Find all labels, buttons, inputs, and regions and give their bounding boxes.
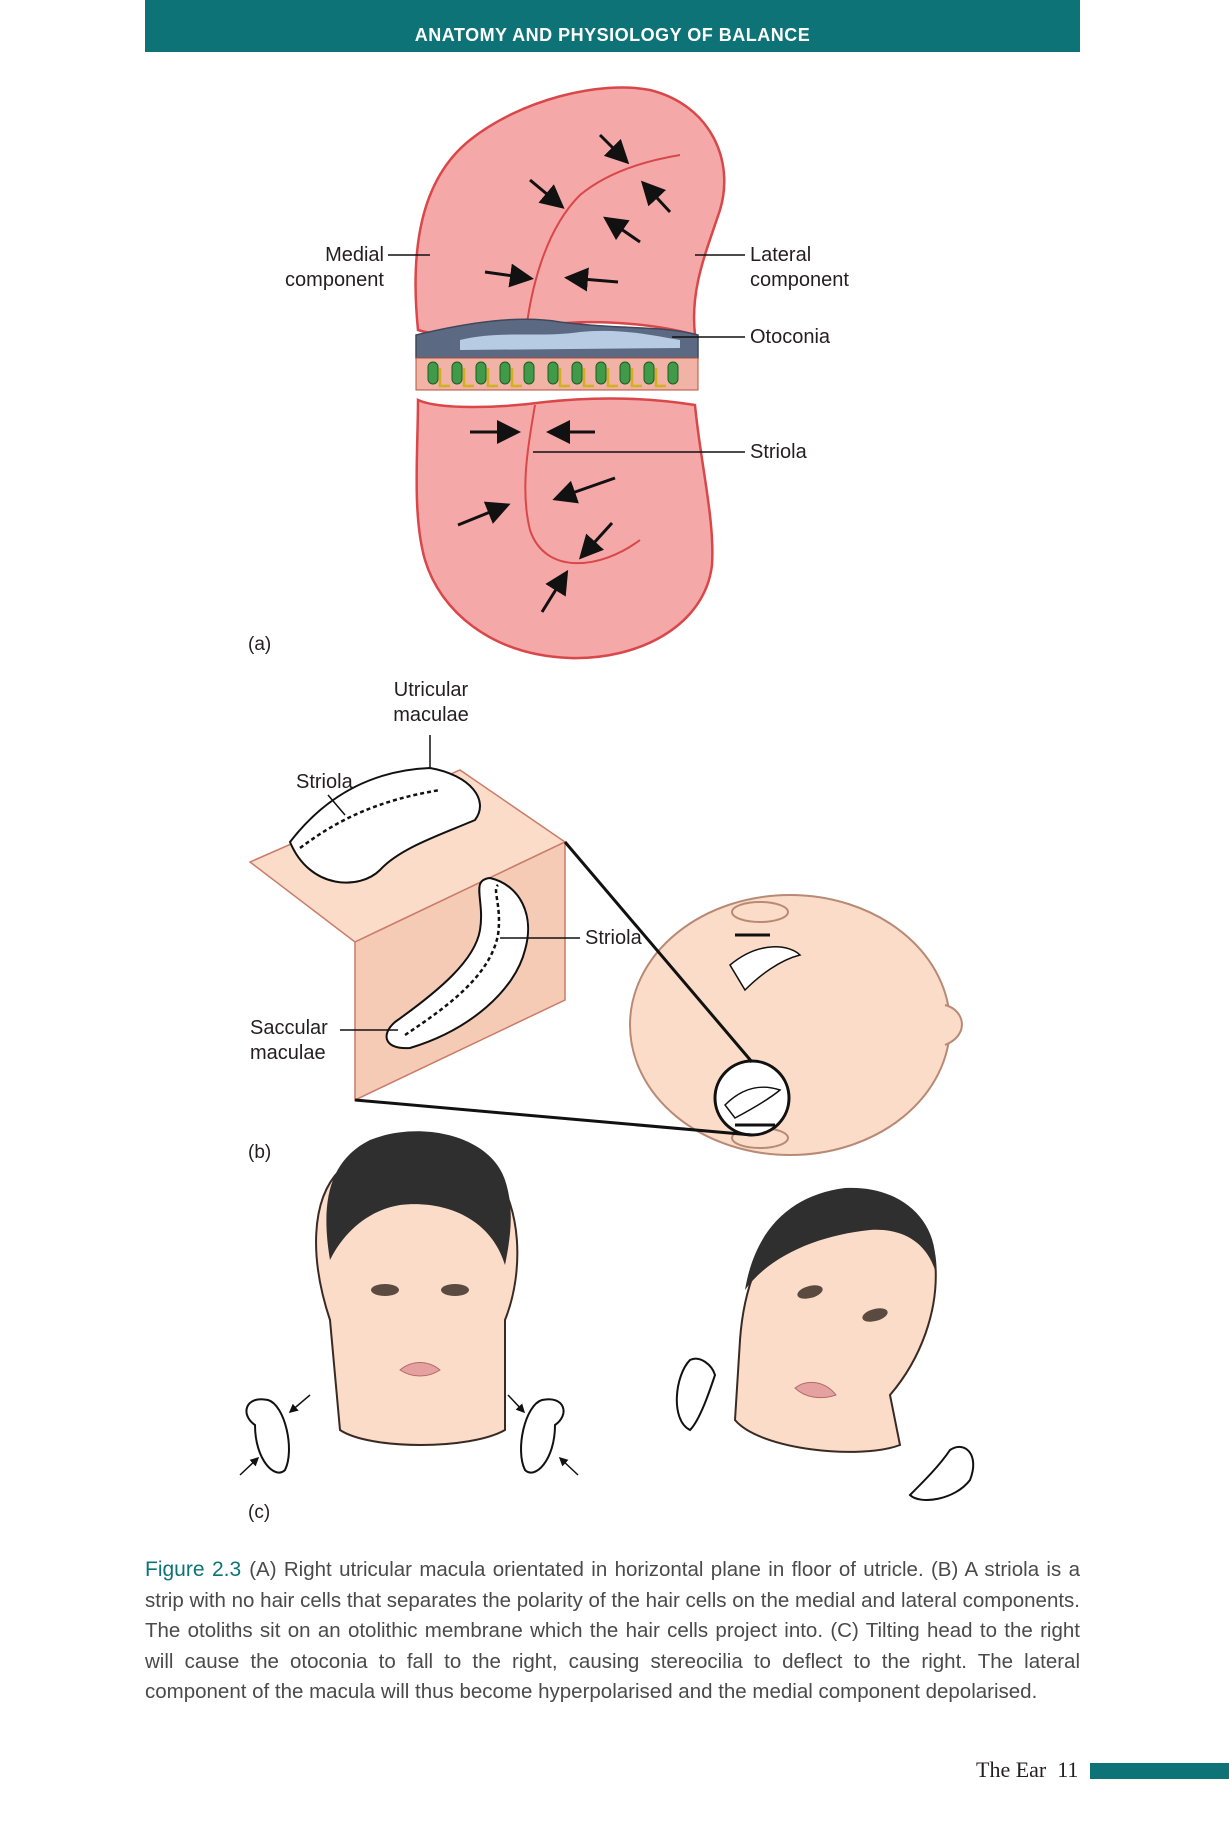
figure-caption: Figure 2.3(A) Right utricular macula ori…: [145, 1555, 1080, 1708]
running-header-title: ANATOMY AND PHYSIOLOGY OF BALANCE: [414, 25, 811, 45]
label-otoconia: Otoconia: [750, 326, 831, 348]
running-header-bar: ANATOMY AND PHYSIOLOGY OF BALANCE: [145, 0, 1080, 52]
head-top-view: [629, 894, 951, 1156]
page-number: 11: [1057, 1757, 1079, 1782]
panel-label-a: (a): [248, 634, 272, 655]
figure-2-3: Medial component Lateral component Otoco…: [239, 86, 975, 1523]
label-utricular-line1: Utricular: [393, 679, 469, 701]
macula-lower-half: [415, 397, 714, 660]
label-lateral-line2: component: [750, 269, 849, 291]
saccular-macula: [385, 876, 530, 1050]
panel-label-c: (c): [248, 1502, 271, 1523]
label-utricular-line2: maculae: [393, 704, 469, 726]
label-saccular-line2: maculae: [250, 1042, 326, 1064]
nose-top-view: [944, 1004, 963, 1046]
panel-a-macula-diagram: [388, 86, 745, 660]
utricular-macula: [288, 766, 481, 884]
macula-upper-half: [414, 86, 726, 337]
head-upright: [239, 1131, 579, 1476]
label-medial-line2: component: [285, 269, 384, 291]
label-lateral-line1: Lateral: [750, 244, 812, 266]
panel-label-b: (b): [248, 1142, 272, 1163]
label-striola-a: Striola: [750, 441, 807, 463]
caption-text: (A) Right utricular macula orientated in…: [145, 1558, 1080, 1703]
running-title: The Ear: [976, 1757, 1047, 1782]
figure-number: Figure 2.3: [145, 1558, 242, 1581]
panel-c-head-tilt: [239, 1131, 975, 1501]
label-saccular-line1: Saccular: [250, 1017, 328, 1039]
page-footer: The Ear 11: [976, 1757, 1078, 1783]
label-medial-line1: Medial: [325, 244, 384, 266]
panel-b-maculae-3d: [248, 735, 963, 1156]
label-striola-b-right: Striola: [585, 927, 642, 949]
footer-accent-bar: [1090, 1763, 1229, 1779]
striola-curve-upper: [524, 154, 681, 341]
figure-illustration: [239, 86, 975, 1501]
head-tilted: [675, 1187, 975, 1501]
label-striola-b-top: Striola: [296, 771, 353, 793]
